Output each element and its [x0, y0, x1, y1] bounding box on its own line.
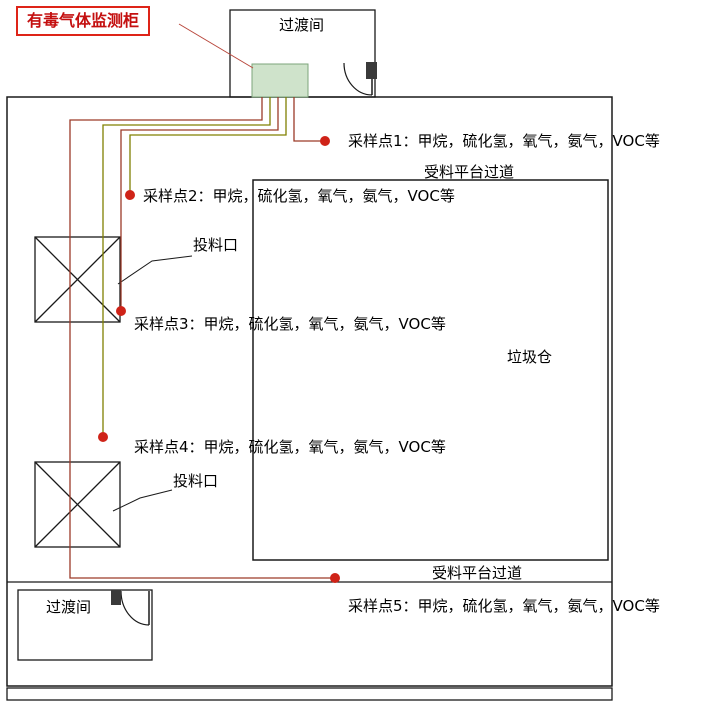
toxic-gas-cabinet-title: 有毒气体监测柜 [16, 6, 151, 36]
transition-room-top-label: 过渡间 [279, 16, 325, 34]
footer-strip [6, 687, 613, 701]
sampling-point-4-label: 采样点4：甲烷，硫化氢，氧气，氨气，VOC等 [134, 438, 446, 456]
door-swing-arc-top [343, 62, 373, 96]
feed-port-label-1: 投料口 [193, 236, 239, 254]
feed-port-leader-2 [112, 489, 173, 512]
door-jamb-top [366, 62, 377, 79]
pipe-sampling-5 [69, 97, 331, 579]
pipe-sampling-3 [120, 97, 279, 308]
sampling-dot-1 [320, 136, 330, 146]
bunker-label: 垃圾仓 [507, 348, 553, 366]
door-jamb-bottom [111, 590, 121, 605]
feed-port-label-2: 投料口 [173, 472, 219, 490]
aisle-top-label: 受料平台过道 [424, 163, 515, 181]
feed-port-diagonal-2b [34, 461, 121, 548]
sampling-point-3-label: 采样点3：甲烷，硫化氢，氧气，氨气，VOC等 [134, 315, 446, 333]
bunker-outline [252, 179, 609, 561]
feed-port-frame-2 [34, 461, 121, 548]
sampling-dot-3 [116, 306, 126, 316]
feed-port-leader-1 [117, 255, 193, 285]
pipe-sampling-4 [102, 97, 271, 433]
feed-port-box-2 [34, 461, 121, 548]
feed-port-frame-1 [34, 236, 121, 323]
transition-room-bottom [17, 589, 153, 661]
aisle-bottom-label: 受料平台过道 [432, 564, 523, 582]
sampling-dot-2 [125, 190, 135, 200]
sampling-point-2-label: 采样点2：甲烷，硫化氢，氧气，氨气，VOC等 [143, 187, 455, 205]
pipe-sampling-1 [293, 97, 321, 142]
pipe-sampling-2 [129, 97, 287, 192]
feed-port-diagonal-1b [34, 236, 121, 323]
title-leader-line [178, 23, 254, 69]
transition-room-bottom-label: 过渡间 [46, 598, 92, 616]
sampling-dot-5 [330, 573, 340, 583]
sampling-dot-4 [98, 432, 108, 442]
feed-port-box-1 [34, 236, 121, 323]
sampling-point-5-label: 采样点5：甲烷，硫化氢，氧气，氨气，VOC等 [348, 597, 660, 615]
door-swing-arc-bottom [120, 590, 150, 626]
monitoring-cabinet [251, 63, 309, 98]
sampling-point-1-label: 采样点1：甲烷，硫化氢，氧气，氨气，VOC等 [348, 132, 660, 150]
